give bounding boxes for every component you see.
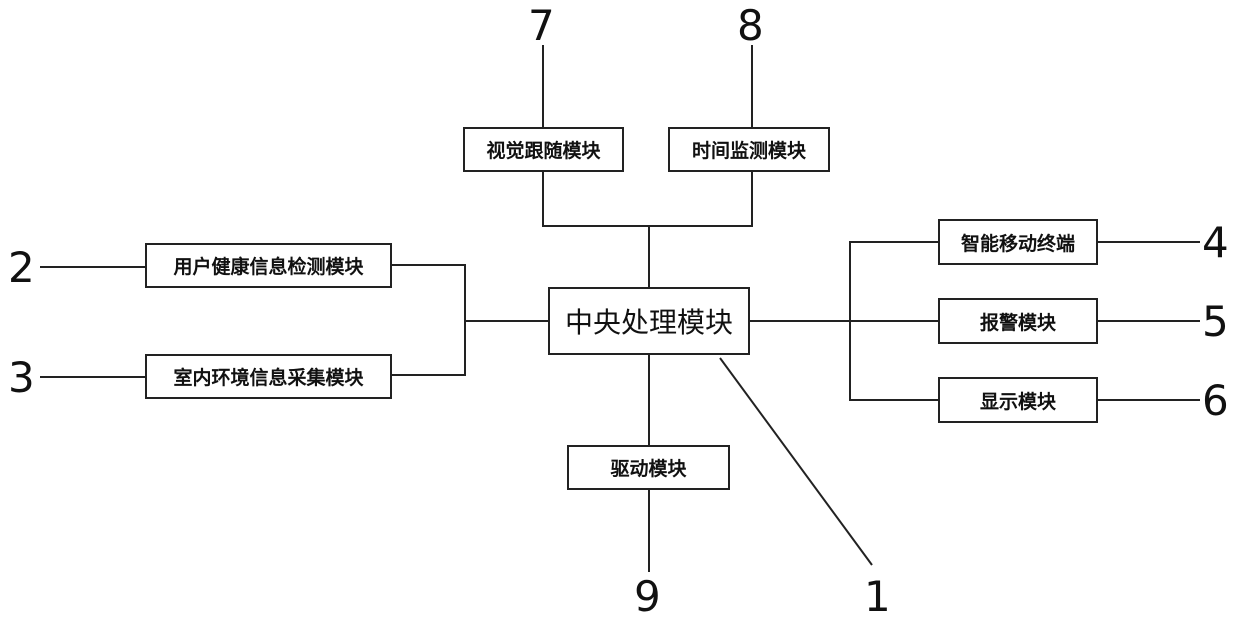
reference-number-1: 1 [864,576,891,618]
time-monitoring-module-label: 时间监测模块 [692,136,806,163]
display-module-box: 显示模块 [938,377,1098,423]
environment-collection-module-box: 室内环境信息采集模块 [145,354,392,399]
alarm-module-label: 报警模块 [980,308,1056,335]
reference-number-5: 5 [1202,301,1229,343]
smart-mobile-terminal-box: 智能移动终端 [938,219,1098,265]
reference-number-2: 2 [8,247,35,289]
visual-tracking-module-label: 视觉跟随模块 [486,136,600,163]
reference-number-7: 7 [528,5,555,47]
reference-number-8: 8 [737,5,764,47]
alarm-module-box: 报警模块 [938,298,1098,344]
reference-number-4: 4 [1202,222,1229,264]
connector-top-bus [543,172,752,226]
health-detection-module-label: 用户健康信息检测模块 [173,252,363,279]
central-processing-module-label: 中央处理模块 [565,301,733,341]
smart-mobile-terminal-label: 智能移动终端 [961,229,1075,256]
drive-module-label: 驱动模块 [610,454,686,481]
central-processing-module-box: 中央处理模块 [548,287,750,355]
reference-number-3: 3 [8,357,35,399]
time-monitoring-module-box: 时间监测模块 [668,127,830,172]
reference-number-6: 6 [1202,380,1229,422]
connector-left-bus [392,265,465,375]
environment-collection-module-label: 室内环境信息采集模块 [173,363,363,390]
drive-module-box: 驱动模块 [567,445,730,490]
health-detection-module-box: 用户健康信息检测模块 [145,243,392,288]
display-module-label: 显示模块 [980,387,1056,414]
reference-number-9: 9 [634,576,661,618]
visual-tracking-module-box: 视觉跟随模块 [463,127,624,172]
